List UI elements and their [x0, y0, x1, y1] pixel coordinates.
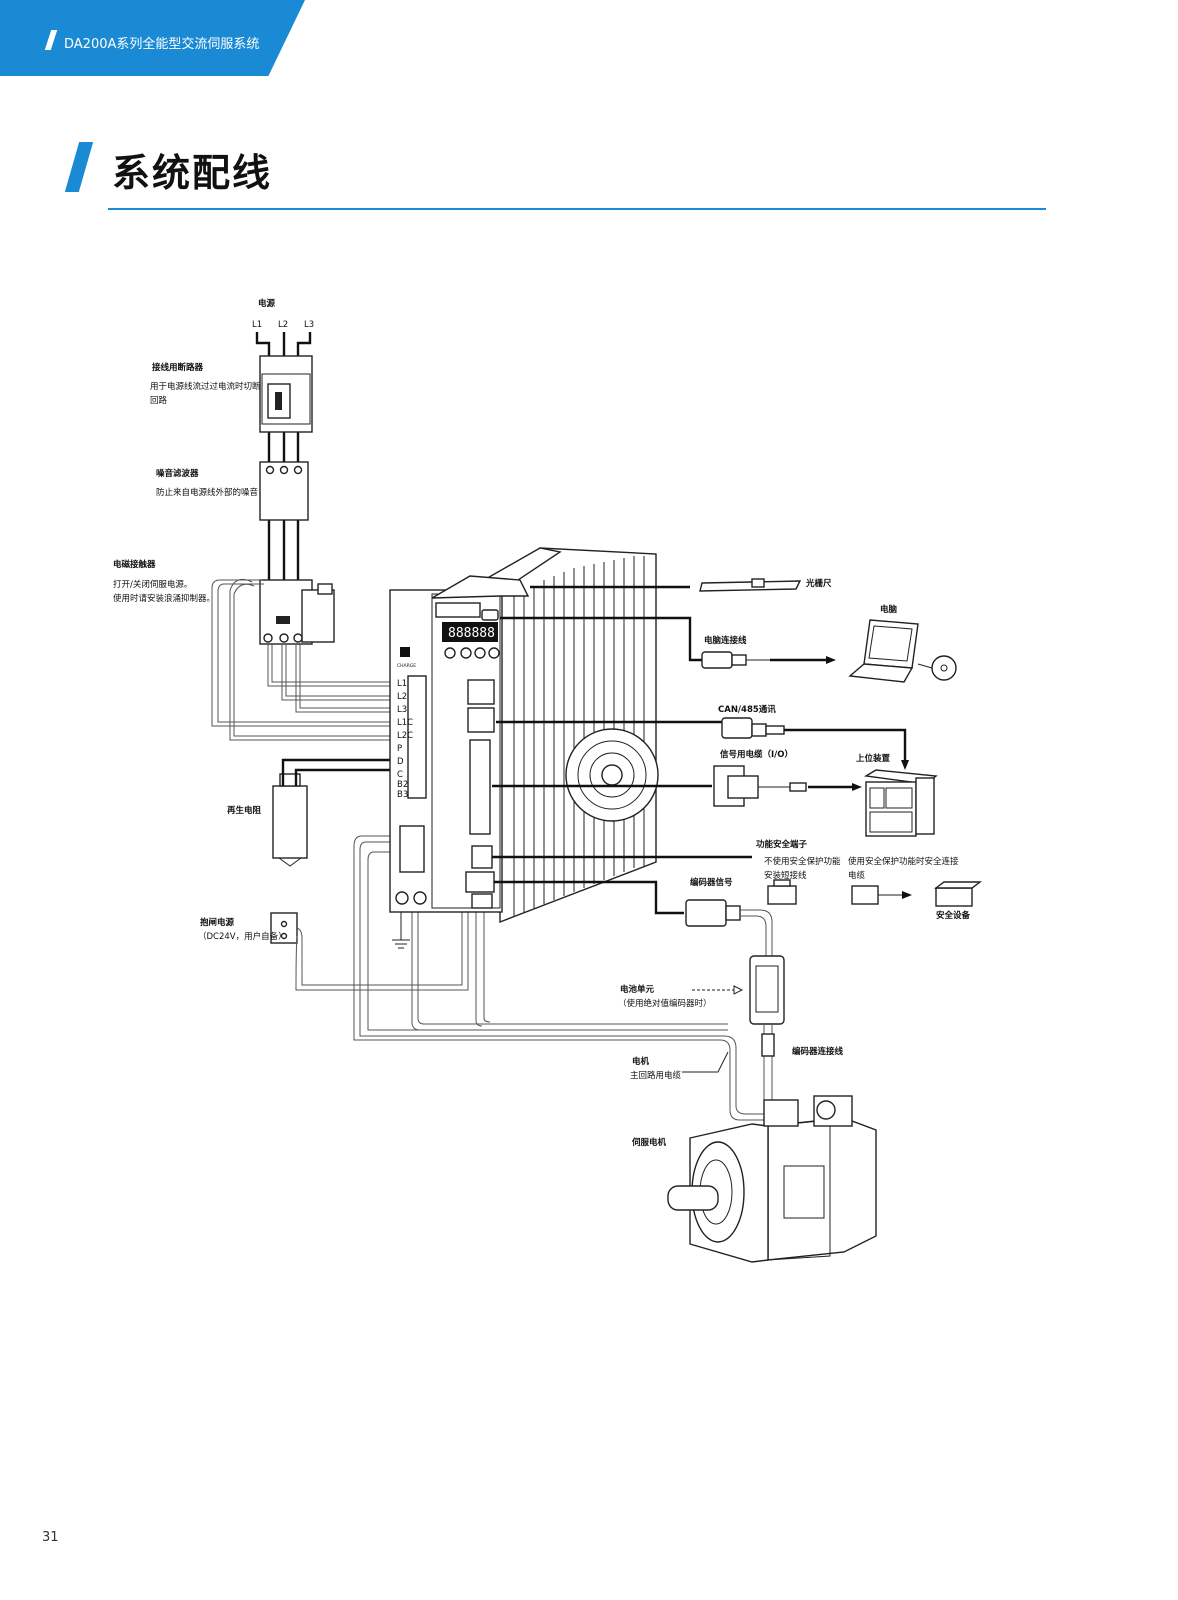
battery-unit-icon	[749, 955, 785, 1025]
regen-wire-2	[294, 768, 390, 786]
page-number: 31	[42, 1530, 59, 1545]
safety-device-label: 安全设备	[936, 910, 971, 921]
pc-cable-icon	[701, 651, 770, 669]
encoder-cable-label: 编码器连接线	[792, 1046, 844, 1057]
battery-desc: （使用绝对值编码器时）	[618, 998, 712, 1009]
host-device-label: 上位装置	[856, 753, 891, 764]
magnetic-contactor-icon	[259, 579, 335, 645]
svg-text:B3: B3	[397, 790, 408, 800]
svg-text:L3: L3	[397, 705, 407, 715]
regen-resistor-label: 再生电阻	[227, 805, 262, 816]
grating-ruler-icon	[699, 578, 802, 592]
servo-motor-label: 伺服电机	[631, 1137, 667, 1148]
safety-cable-desc-2: 电缆	[848, 870, 866, 881]
breaker-desc-1: 用于电源线流过过电流时切断	[150, 381, 261, 392]
safety-terminal-desc-2: 安装短接线	[764, 870, 807, 881]
safety-cable-desc-1: 使用安全保护功能时安全连接	[848, 856, 959, 867]
svg-text:C: C	[397, 770, 403, 780]
encoder-connector-icon	[685, 899, 773, 956]
grating-ruler-label: 光栅尺	[805, 578, 832, 589]
terminal-labels: L1 L2 L3 L1C L2C P D C B2 B3	[397, 679, 413, 800]
svg-text:L2: L2	[397, 692, 407, 702]
battery-title: 电池单元	[620, 984, 655, 995]
phase-label-l3: L3	[304, 320, 314, 330]
noise-filter-desc: 防止来自电源线外部的噪音	[156, 487, 259, 498]
motor-cable-pointer	[682, 1051, 729, 1073]
io-connector-icon	[713, 765, 807, 807]
svg-text:L1C: L1C	[397, 718, 413, 728]
contactor-desc-2: 使用时请安装浪涌抑制器。	[113, 593, 215, 604]
breaker-desc-2: 回路	[150, 395, 168, 406]
noise-filter-icon	[259, 461, 309, 521]
motor-main-cables	[353, 835, 770, 1121]
svg-text:B2: B2	[397, 780, 408, 790]
svg-text:L1: L1	[397, 679, 407, 689]
svg-text:P: P	[397, 744, 402, 754]
svg-text:L2C: L2C	[397, 731, 413, 741]
can485-label: CAN/485通讯	[718, 704, 776, 715]
servo-drive-icon: 888888 CHARGE	[389, 547, 659, 924]
title-rule	[108, 208, 1046, 210]
servo-motor-icon	[667, 1095, 877, 1263]
regen-resistor-icon	[272, 773, 308, 867]
safety-terminal-desc-1: 不使用安全保护功能	[764, 856, 841, 867]
can485-connector-icon	[721, 717, 785, 739]
noise-filter-title: 噪音滤波器	[156, 468, 199, 479]
circuit-breaker-icon	[259, 355, 313, 433]
encoder-signal-label: 编码器信号	[690, 877, 733, 888]
brake-power-desc: （DC24V，用户自备）	[198, 931, 287, 942]
main-power-cables	[211, 578, 390, 741]
contactor-desc-1: 打开/关闭伺服电源。	[113, 579, 192, 590]
phase-label-l2: L2	[278, 320, 288, 330]
laptop-icon	[848, 619, 919, 683]
regen-wire-1	[281, 758, 390, 786]
header-title: DA200A系列全能型交流伺服系统	[64, 37, 260, 52]
motor-cable-title: 电机	[632, 1056, 650, 1067]
contactor-title: 电磁接触器	[113, 559, 156, 570]
encoder-cable-line	[761, 1024, 775, 1100]
plc-icon	[863, 769, 938, 837]
safety-cable-icon	[851, 885, 902, 905]
brake-power-cables	[295, 905, 469, 991]
power-source-label: 电源	[258, 298, 276, 309]
safety-terminal-title: 功能安全端子	[756, 839, 808, 850]
svg-text:D: D	[397, 757, 404, 767]
computer-label: 电脑	[880, 604, 898, 615]
brake-power-icon	[270, 912, 298, 944]
motor-cable-desc: 主回路用电缆	[630, 1070, 682, 1081]
safety-device-icon	[933, 881, 983, 907]
short-jumper-icon	[767, 879, 797, 905]
can485-to-host-wire	[784, 728, 907, 760]
pc-cable-label: 电脑连接线	[704, 635, 747, 646]
charge-label: CHARGE	[397, 663, 416, 669]
io-cable-label: 信号用电缆（I/O）	[720, 749, 793, 760]
pc-wire	[500, 616, 702, 662]
phase-label-l1: L1	[252, 320, 262, 330]
encoder-signal-wire	[494, 880, 684, 915]
page-title: 系统配线	[112, 151, 273, 195]
drive-display: 888888	[448, 626, 495, 641]
brake-power-title: 抱闸电源	[200, 917, 235, 928]
cd-icon	[917, 655, 957, 681]
breaker-title: 接线用断路器	[152, 362, 204, 373]
